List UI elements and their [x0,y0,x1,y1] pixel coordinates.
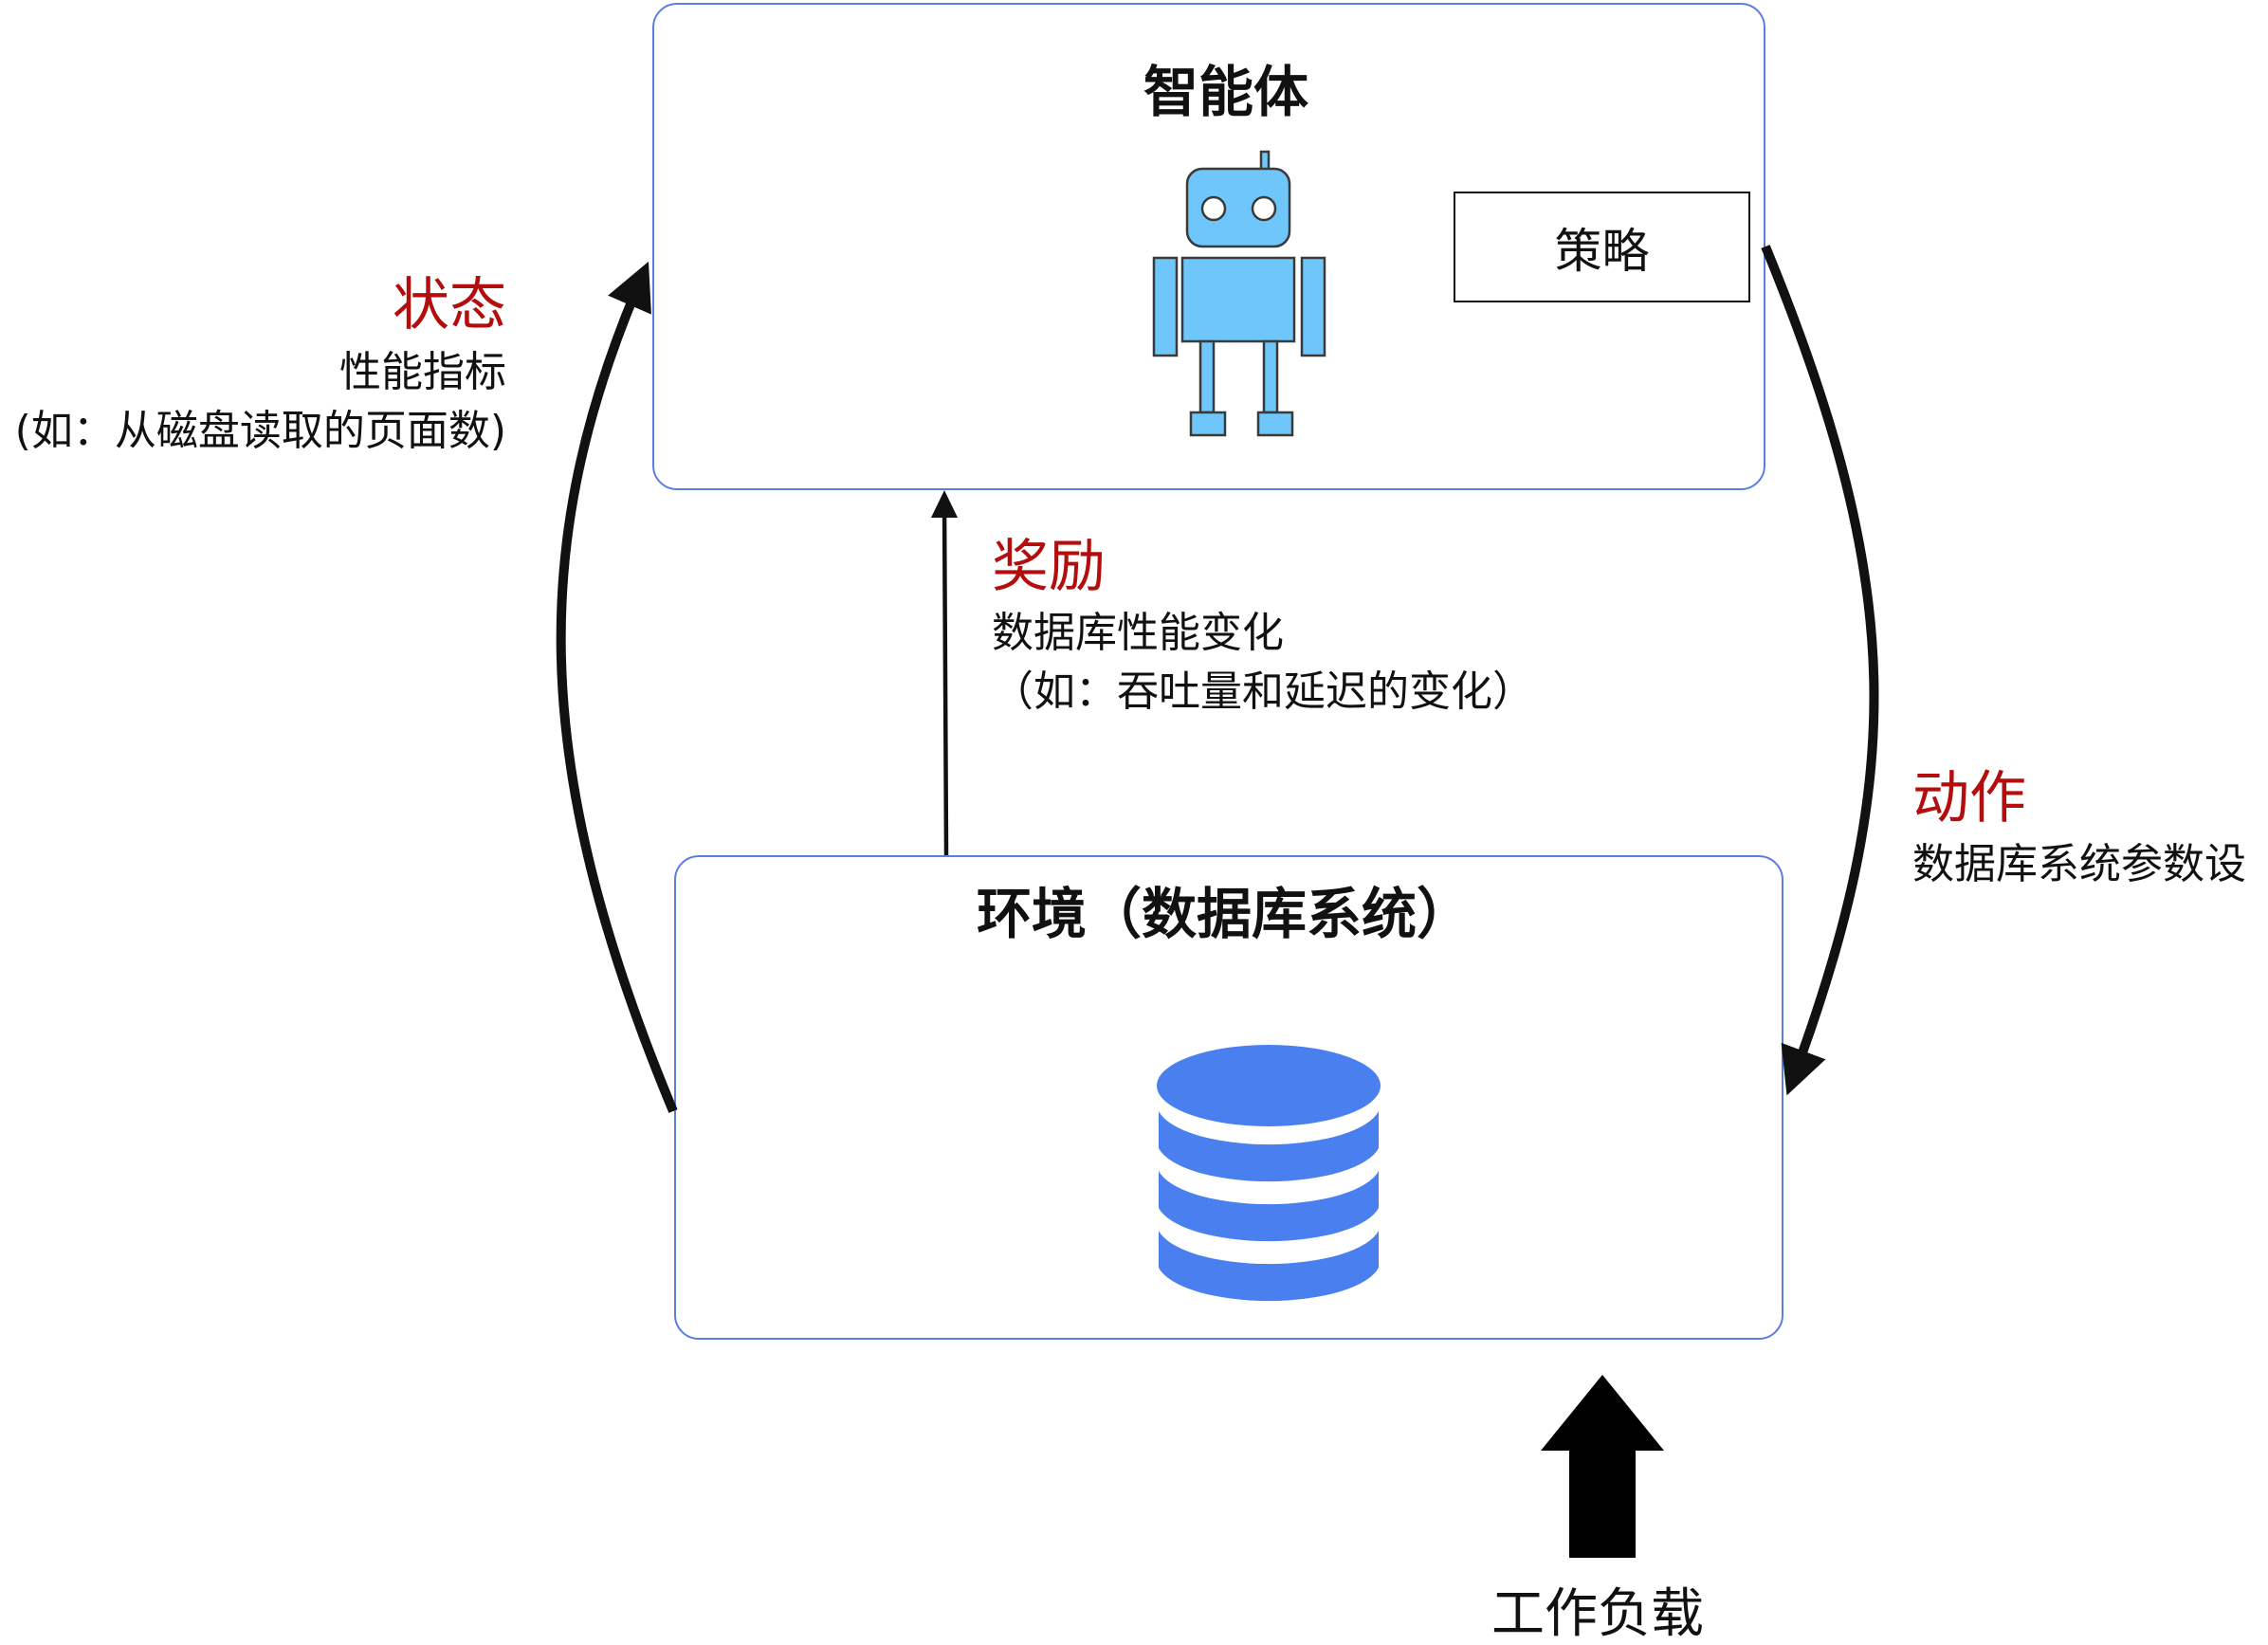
reward-description: 数据库性能变化 [992,609,1284,657]
state-arrow [556,261,678,1113]
environment-title: 环境（数据库系统） [977,882,1472,946]
state-example: (如：从磁盘读取的页面数) [14,407,506,455]
workload-label: 工作负载 [1491,1583,1704,1645]
state-label: 状态 [393,272,506,338]
reward-label: 奖励 [992,534,1106,600]
reward-arrow [942,502,949,856]
policy-box: 策略 [1454,192,1750,302]
reward-arrowhead [931,490,958,518]
state-description: 性能指标 [339,348,506,396]
robot-icon [1152,150,1326,437]
workload-arrow [1541,1375,1664,1558]
action-arrow [1761,245,1879,1096]
database-icon [1157,1045,1381,1302]
agent-title: 智能体 [1143,60,1309,124]
action-description: 数据库系统参数设 [1912,840,2246,888]
action-label: 动作 [1912,765,2026,832]
reward-example: （如：吞吐量和延迟的变化） [992,667,1534,716]
